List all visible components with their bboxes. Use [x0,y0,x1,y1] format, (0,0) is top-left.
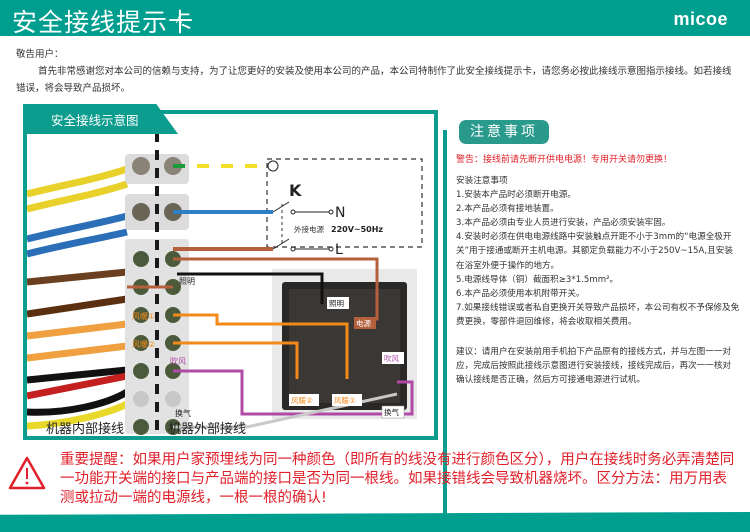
terminal-label-heater1: 风暖① [132,312,155,321]
diagram-title-tab: 安全接线示意图 [23,104,178,134]
source-label: 外接电源 [294,224,324,234]
notes-item: 3.本产品必须由专业人员进行安装，产品必须安装牢固。 [456,218,671,229]
notes-heading: 安装注意事项 [456,176,508,186]
switch-label-vent: 换气 [384,407,399,417]
notes-list: 安装注意事项 1.安装本产品时必须断开电源。 2.本产品必须有接地装置。 3.本… [456,174,741,329]
page-subtitle: A [176,15,183,25]
footer-bar [0,512,750,532]
header-bar: 安全接线提示卡 A micoe [0,0,750,37]
brand-logo: micoe [673,9,728,29]
live-label: L [335,242,343,258]
wiring-diagram-frame: K N L 外接电源 220V~50Hz 照明 风暖① 风暖② 吹风 换气 照明… [23,110,438,440]
terminal-label-lighting: 照明 [179,277,195,286]
external-wiring-label: 机器外部接线 [168,422,247,437]
warning-triangle-icon [8,456,46,490]
switch-label-heater2: 风暖② [291,396,313,405]
advice-text: 建议：请用户在安装前用手机拍下产品原有的接线方式，并与左图一一对应，完成后按照此… [456,347,732,386]
important-reminder: 重要提醒：如果用户家预埋线为同一种颜色（即所有的线没有进行颜色区分），用户在接线… [60,452,735,506]
notes-item: 5.电源线导体（铜）截面积≥3*1.5mm²。 [456,274,619,285]
heater1-wire [173,313,349,379]
internal-wiring-label: 机器内部接线 [46,422,125,437]
switch-label-heater1: 风暖① [334,396,356,405]
notes-item: 6.本产品必须使用本机附带开关。 [456,288,585,299]
heater2-wire [173,341,299,379]
blower-wire [173,369,414,416]
switch-label-lighting: 照明 [329,299,344,308]
internal-wires [27,165,129,430]
notes-item: 1.安装本产品时必须断开电源。 [456,190,576,201]
notes-accent-bar [443,130,447,532]
notes-title: 注意事项 [459,120,549,144]
neutral-label: N [335,205,345,221]
notes-item: 4.安装时必须在供电电源线路中安装触点开距不小于3mm的“电源全极开关”用于接通… [456,232,733,271]
power-source-box [266,158,423,248]
earth-symbol-icon [267,160,279,172]
intro-paragraph: 首先非常感谢您对本公司的信赖与支持，为了让您更好的安装及使用本公司的产品，本公司… [16,66,732,94]
warning-text: 警告：接线前请先断开供电电源！专用开关请勿更换！ [456,155,673,165]
switch-label-power: 电源 [356,318,371,328]
diagram-title: 安全接线示意图 [51,113,139,128]
terminal-label-vent: 换气 [175,408,191,418]
lighting-wire [177,272,324,304]
intro-section: 敬告用户： 首先非常感谢您对本公司的信赖与支持，为了让您更好的安装及使用本公司的… [16,46,736,97]
switch-k-label: K [289,181,302,200]
page-title: 安全接线提示卡 [12,8,195,37]
notes-item: 7.如果接线错误或者私自更换开关导致产品损坏，本公司有权不予保修及免费更换，零部… [456,302,740,327]
intro-greeting: 敬告用户： [16,49,64,60]
terminal-label-heater2: 风暖② [132,340,155,349]
terminal-label-blower: 吹风 [170,356,186,366]
source-spec: 220V~50Hz [331,225,383,234]
switch-labels: 照明 电源 吹风 风暖② 风暖① 换气 [289,297,405,419]
notes-item: 2.本产品必须有接地装置。 [456,204,559,215]
switch-label-blower: 吹风 [384,353,399,363]
wiring-diagram: K N L 外接电源 220V~50Hz 照明 风暖① 风暖② 吹风 换气 照明… [27,114,423,436]
vent-wire [173,392,398,429]
